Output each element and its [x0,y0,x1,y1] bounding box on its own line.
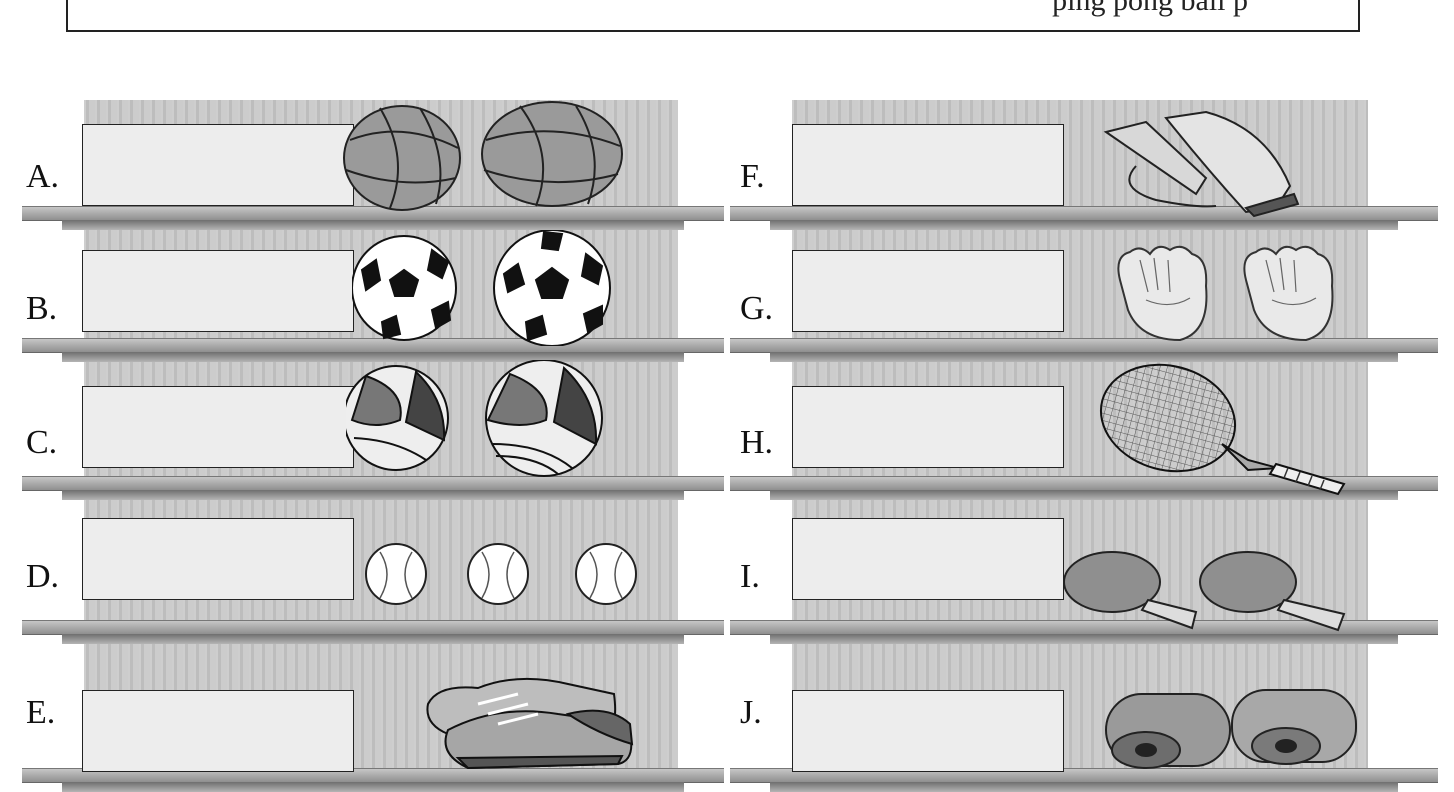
answer-box-d[interactable] [82,518,354,600]
row-label-c: C. [26,424,58,461]
yoga-mat-rolls-icon [1096,680,1360,776]
instruction-text-cut: ping pong ball p [1052,0,1248,17]
shelf-board [730,206,1438,230]
ping-pong-paddle-pair-icon [1062,548,1352,634]
shelf-board [22,476,724,500]
shelf-board [22,620,724,644]
jump-rope-icon [1086,108,1302,218]
answer-box-e[interactable] [82,690,354,772]
shelf-board [730,476,1438,500]
answer-box-a[interactable] [82,124,354,206]
shelf-board [730,338,1438,362]
answer-box-g[interactable] [792,250,1064,332]
row-label-j: J. [740,694,762,731]
row-label-e: E. [26,694,56,731]
soccer-ball-pair-icon [352,230,614,346]
row-label-g: G. [740,290,774,327]
shelf-board [730,620,1438,644]
row-label-b: B. [26,290,58,327]
row-label-f: F. [740,158,765,195]
answer-box-i[interactable] [792,518,1064,600]
row-label-h: H. [740,424,774,461]
answer-box-h[interactable] [792,386,1064,468]
instruction-box: ping pong ball p [66,0,1360,32]
row-label-i: I. [740,558,760,595]
sneakers-icon [418,664,638,774]
answer-box-b[interactable] [82,250,354,332]
shelf-board [22,206,724,230]
answer-box-j[interactable] [792,690,1064,772]
volleyball-pair-icon [346,360,608,478]
tennis-racket-icon [1098,360,1352,496]
row-label-a: A. [26,158,60,195]
answer-box-f[interactable] [792,124,1064,206]
basketball-pair-icon [340,100,630,212]
baseball-trio-icon [364,542,640,608]
answer-box-c[interactable] [82,386,354,468]
row-label-d: D. [26,558,60,595]
baseball-glove-pair-icon [1110,240,1342,348]
